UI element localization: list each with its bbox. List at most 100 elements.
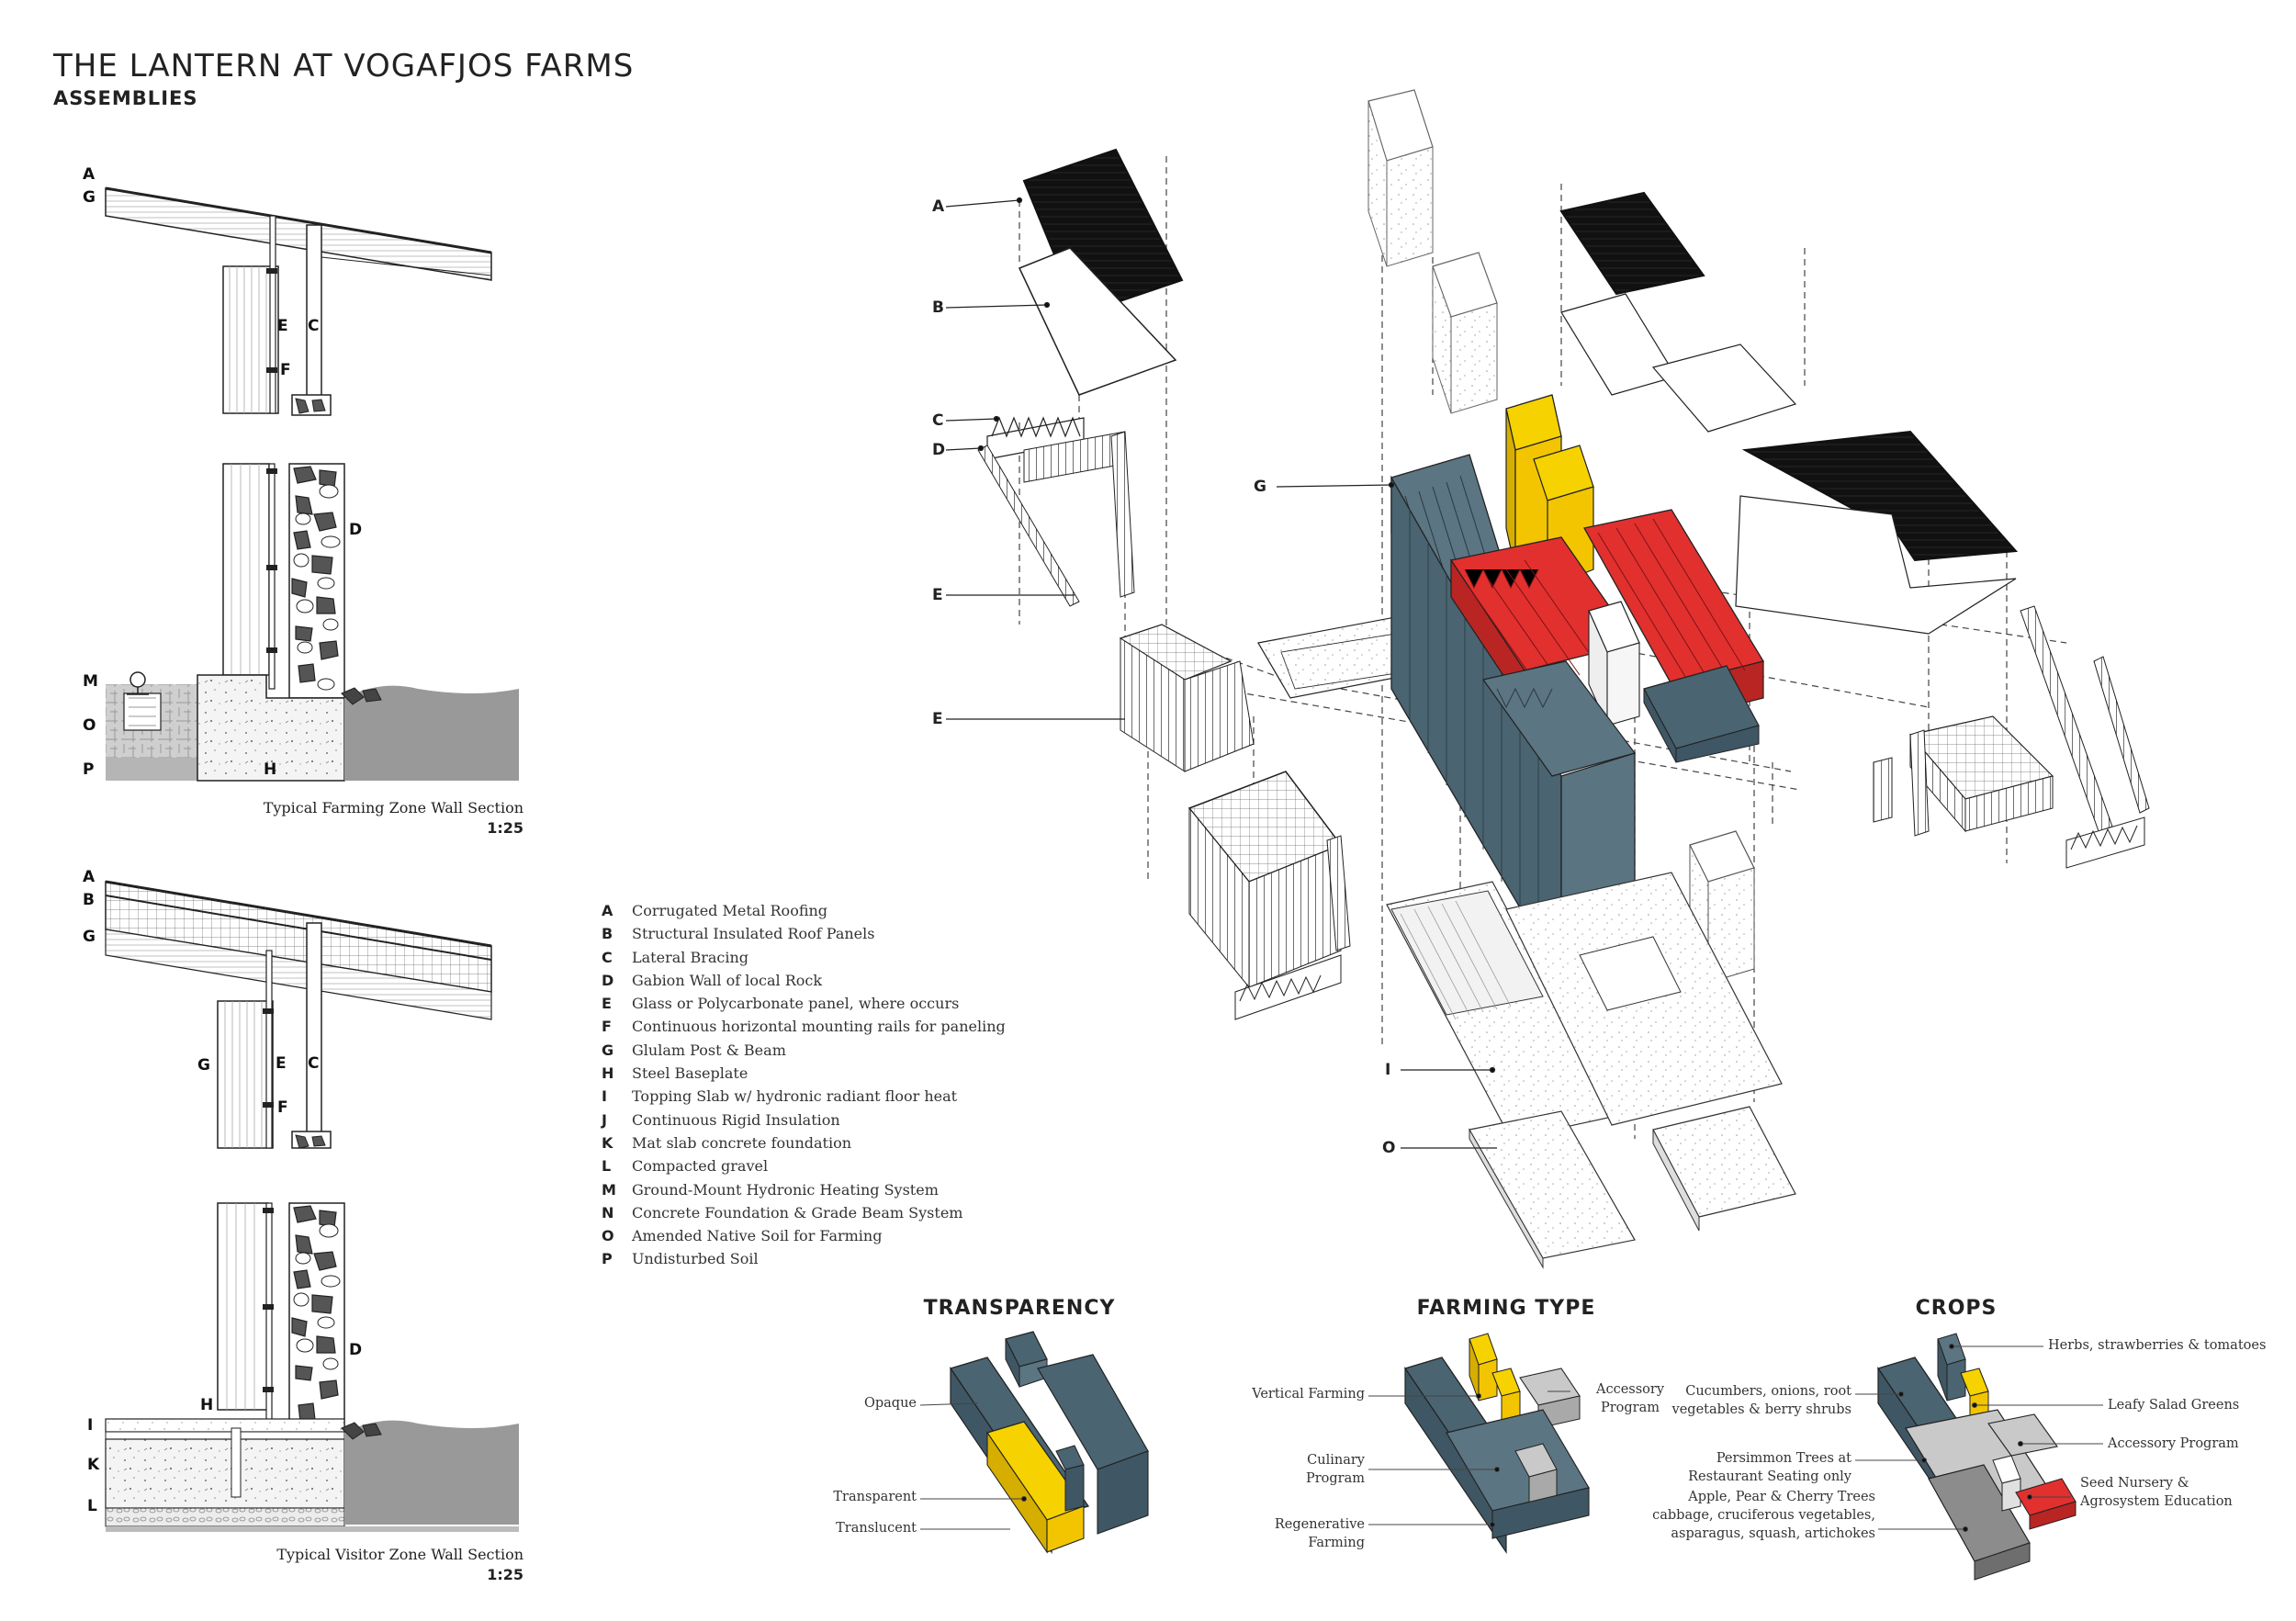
sec1-letter-g: G <box>83 188 96 207</box>
label-culinary: Culinary <box>1307 1453 1365 1468</box>
legend-text: Glulam Post & Beam <box>632 1041 786 1059</box>
label-accessory: Accessory <box>1595 1382 1665 1397</box>
label-transparent: Transparent <box>833 1490 917 1504</box>
label-translucent: Translucent <box>836 1521 917 1536</box>
transparency-heading: TRANSPARENCY <box>923 1297 1116 1320</box>
label-culinary-program: Program <box>1305 1471 1365 1486</box>
legend-letter: B <box>602 925 613 943</box>
label-vertical-farming: Vertical Farming <box>1252 1387 1365 1401</box>
axo-letter-b: B <box>932 298 944 317</box>
axo-letter-d: D <box>932 441 946 459</box>
label-seed-nursery-2: Agrosystem Education <box>2080 1494 2233 1509</box>
legend-row: I Topping Slab w/ hydronic radiant floor … <box>602 1087 1061 1110</box>
legend-text: Ground-Mount Hydronic Heating System <box>632 1180 939 1199</box>
farming-section-scale: 1:25 <box>487 819 523 837</box>
sec1-letter-p: P <box>83 760 95 779</box>
sec2-letter-e: E <box>276 1054 287 1073</box>
legend-letter: A <box>602 902 613 919</box>
label-accessory-program-crops: Accessory Program <box>2108 1436 2239 1451</box>
sec1-letter-m: M <box>83 672 98 691</box>
label-herbs: Herbs, strawberries & tomatoes <box>2048 1338 2267 1353</box>
legend-row: K Mat slab concrete foundation <box>602 1134 1061 1157</box>
visitor-roof-detail <box>105 880 492 1149</box>
legend-letter: C <box>602 948 613 966</box>
legend-letter: I <box>602 1087 607 1106</box>
sec1-letter-d: D <box>349 521 363 539</box>
axo-letter-e-upper: E <box>932 586 943 604</box>
legend-text: Mat slab concrete foundation <box>632 1133 852 1152</box>
label-persimmon: Persimmon Trees at <box>1716 1451 1851 1466</box>
sec2-letter-b: B <box>83 891 95 909</box>
axo-letter-i: I <box>1385 1061 1391 1079</box>
legend-text: Lateral Bracing <box>632 948 749 966</box>
legend-text: Steel Baseplate <box>632 1064 748 1083</box>
sec1-letter-e: E <box>277 317 288 335</box>
legend-row: H Steel Baseplate <box>602 1064 1061 1087</box>
legend-text: Amended Native Soil for Farming <box>632 1227 883 1245</box>
legend-text: Gabion Wall of local Rock <box>632 971 823 989</box>
label-persimmon-2: Restaurant Seating only <box>1688 1469 1851 1484</box>
visitor-section-scale: 1:25 <box>487 1566 523 1583</box>
label-apple: Apple, Pear & Cherry Trees <box>1688 1490 1875 1504</box>
legend-row: E Glass or Polycarbonate panel, where occ… <box>602 995 1061 1018</box>
label-seed-nursery: Seed Nursery & <box>2080 1476 2189 1491</box>
legend-letter: M <box>602 1180 616 1199</box>
visitor-section-caption: Typical Visitor Zone Wall Section <box>276 1546 523 1563</box>
sec1-letter-o: O <box>83 716 96 735</box>
crops-heading: CROPS <box>1915 1297 1998 1320</box>
sec1-letter-a: A <box>83 165 96 184</box>
legend-row: A Corrugated Metal Roofing <box>602 902 1061 925</box>
axo-letter-g: G <box>1254 478 1266 496</box>
legend-row: M Ground-Mount Hydronic Heating System <box>602 1181 1061 1204</box>
legend-row: O Amended Native Soil for Farming <box>602 1227 1061 1250</box>
legend-text: Glass or Polycarbonate panel, where occu… <box>632 995 960 1013</box>
legend-letter: O <box>602 1227 614 1245</box>
label-cucumbers-2: vegetables & berry shrubs <box>1671 1402 1851 1417</box>
sec1-letter-f: F <box>280 361 291 379</box>
sec2-letter-g: G <box>83 928 96 946</box>
legend-letter: K <box>602 1133 613 1152</box>
sec2-letter-c: C <box>308 1054 320 1073</box>
legend-row: D Gabion Wall of local Rock <box>602 972 1061 995</box>
sec2-letter-h: H <box>200 1396 214 1414</box>
farming-roof-detail <box>105 186 492 416</box>
axo-letter-e-lower: E <box>932 710 943 728</box>
farming-gabion-detail <box>106 463 519 782</box>
label-opaque: Opaque <box>863 1396 917 1411</box>
crops-diagram <box>1855 1333 2103 1581</box>
legend-text: Topping Slab w/ hydronic radiant floor h… <box>632 1087 958 1106</box>
legend-text: Corrugated Metal Roofing <box>632 902 828 919</box>
sec1-letter-h: H <box>264 760 277 779</box>
legend-text: Concrete Foundation & Grade Beam System <box>632 1203 963 1221</box>
page-subtitle: ASSEMBLIES <box>53 87 198 109</box>
legend-letter: J <box>602 1110 607 1129</box>
axo-letter-a: A <box>932 197 945 216</box>
legend-text: Continuous horizontal mounting rails for… <box>632 1018 1006 1036</box>
label-cucumbers: Cucumbers, onions, root <box>1685 1384 1851 1399</box>
farming-type-diagram <box>1368 1333 1590 1554</box>
farming-section-caption: Typical Farming Zone Wall Section <box>263 799 523 816</box>
label-apple-2: cabbage, cruciferous vegetables, <box>1652 1508 1875 1523</box>
legend-letter: E <box>602 995 612 1013</box>
transparency-diagram <box>919 1331 1149 1554</box>
sec2-letter-k: K <box>87 1456 100 1474</box>
legend-letter: H <box>602 1064 614 1083</box>
legend-text: Compacted gravel <box>632 1157 769 1176</box>
legend-letter: L <box>602 1157 612 1176</box>
visitor-gabion-detail <box>105 1202 519 1532</box>
page-title: THE LANTERN AT VOGAFJOS FARMS <box>53 48 635 84</box>
legend-letter: D <box>602 971 614 989</box>
label-regenerative-farming: Farming <box>1308 1536 1365 1550</box>
label-accessory-program: Program <box>1600 1401 1660 1415</box>
legend-row: L Compacted gravel <box>602 1157 1061 1180</box>
axo-letter-c: C <box>932 411 944 430</box>
sec2-letter-g-post: G <box>197 1056 210 1075</box>
